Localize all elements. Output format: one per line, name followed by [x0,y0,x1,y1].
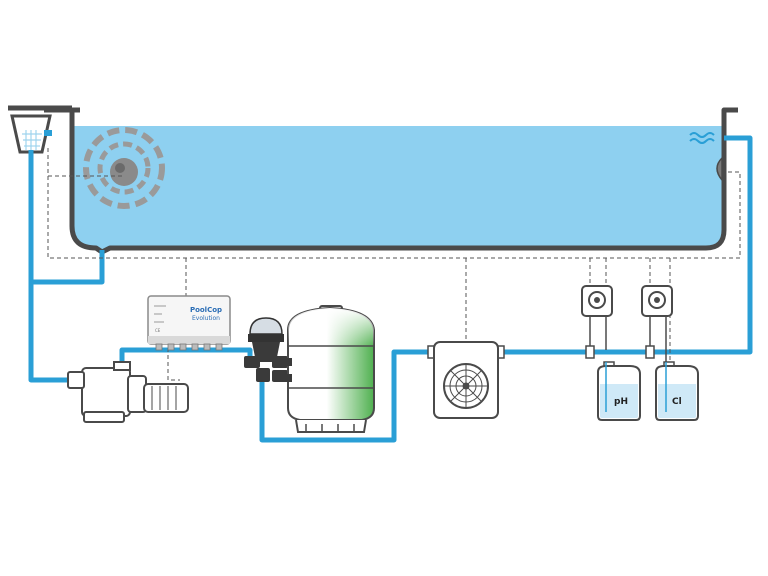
controller-brand-line2: Evolution [192,315,220,322]
peristaltic-pump-icon [588,291,606,309]
water-level-waves-icon [689,132,715,144]
poolcop-controller: PoolCop Evolution CE [147,295,231,351]
heat-pump [427,341,505,419]
canister-cl-label: Cl [672,397,682,407]
sand-filter [282,305,375,433]
pool-wall [69,107,738,255]
pool [44,107,738,255]
pool-light-icon [716,156,723,183]
heat-pump-fan-icon [443,363,489,409]
pipe-pump-to-filter [119,347,253,366]
controller-brand-line1: PoolCop [190,306,222,314]
pool-water [72,126,722,252]
canister-ph: pH [597,361,641,421]
circulation-pump [67,361,189,423]
pipe-heatpump-return [504,135,753,355]
canister-cl: Cl [655,361,699,421]
controller-small-text: CE [155,328,161,333]
pipe-main-drain [31,250,105,285]
robot-cleaner-icon [83,127,165,209]
peristaltic-pump-icon [648,291,666,309]
pipe-skimmer-down [28,150,68,383]
pipe-filter-return [259,349,430,443]
canister-ph-label: pH [614,397,628,407]
skimmer-basket-icon [8,105,72,154]
dosing-pump-ph [581,285,613,359]
dosing-pump-cl [641,285,673,378]
